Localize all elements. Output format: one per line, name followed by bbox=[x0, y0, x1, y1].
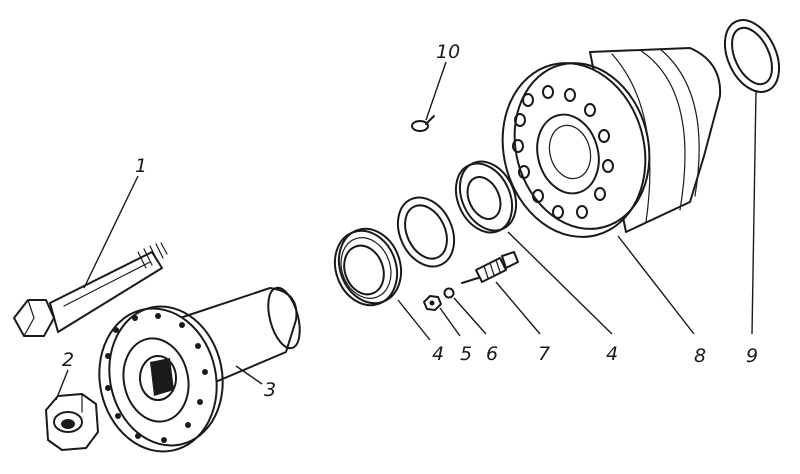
leader-8 bbox=[617, 235, 695, 335]
callout-10: 10 bbox=[436, 41, 460, 63]
wheel-hub bbox=[501, 47, 722, 238]
callout-9: 9 bbox=[746, 345, 758, 367]
leader-5 bbox=[439, 307, 461, 337]
lock-nut bbox=[423, 295, 442, 311]
leader-4a bbox=[397, 299, 431, 341]
leader-3 bbox=[235, 365, 263, 385]
leader-9 bbox=[751, 89, 757, 335]
callout-4-outer: 4 bbox=[432, 343, 444, 365]
flanged-shaft bbox=[98, 286, 301, 453]
screw bbox=[411, 115, 435, 132]
callout-2: 2 bbox=[62, 349, 74, 371]
callout-1: 1 bbox=[135, 155, 147, 177]
bolt bbox=[13, 242, 168, 337]
callout-7: 7 bbox=[538, 343, 550, 365]
leader-6 bbox=[453, 297, 487, 335]
callout-5: 5 bbox=[460, 343, 472, 365]
washer bbox=[443, 287, 455, 299]
callout-3: 3 bbox=[264, 379, 276, 401]
leader-10 bbox=[425, 61, 447, 121]
oil-seal bbox=[723, 19, 781, 93]
leader-7 bbox=[495, 281, 541, 335]
callout-labels: 1 2 3 4 5 6 7 4 8 9 10 bbox=[62, 41, 758, 401]
callout-8: 8 bbox=[694, 345, 706, 367]
leader-lines bbox=[55, 61, 757, 401]
leader-4b bbox=[507, 231, 613, 335]
grease-fitting bbox=[461, 251, 519, 284]
callout-6: 6 bbox=[486, 343, 498, 365]
bearing-inner bbox=[454, 160, 518, 234]
callout-4-inner: 4 bbox=[606, 343, 618, 365]
nut bbox=[45, 393, 99, 451]
leader-2 bbox=[55, 369, 69, 401]
leader-1 bbox=[83, 175, 139, 289]
bearing-outer bbox=[333, 227, 403, 307]
spacer-ring bbox=[396, 196, 456, 268]
